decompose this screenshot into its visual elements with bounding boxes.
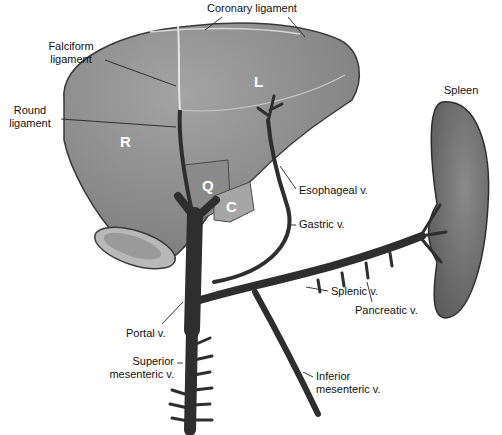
caudate-lobe: [214, 182, 254, 222]
portal-branch: [196, 200, 216, 218]
lobe-letter: R: [120, 134, 131, 150]
leader-line: [291, 225, 296, 226]
leader-line: [306, 287, 328, 291]
inferior-mesenteric-vein: [255, 292, 318, 414]
part-label: Superior mesenteric v.: [92, 355, 174, 381]
leader-line: [177, 363, 183, 364]
leader-line: [303, 372, 313, 377]
portal-vein: [192, 215, 195, 330]
veins: [170, 96, 446, 430]
esophageal-vein: [258, 96, 282, 122]
part-label: Portal v.: [126, 327, 166, 340]
superior-mesenteric-vein: [190, 330, 192, 430]
part-label: Splenic v.: [331, 285, 378, 298]
gastric-vein: [214, 120, 289, 282]
leader-line: [280, 166, 296, 189]
leader-line: [288, 17, 305, 37]
leader-line: [162, 302, 183, 324]
leader-line: [105, 60, 176, 86]
splenic-vein: [200, 236, 422, 300]
lobe-letter: L: [254, 74, 263, 90]
lobe-letter: C: [226, 199, 237, 215]
leader-line: [205, 17, 222, 30]
part-label: Falciform ligament: [40, 40, 102, 66]
part-label: Pancreatic v.: [355, 304, 418, 317]
part-label: Coronary ligament: [207, 2, 297, 15]
vein-branch: [170, 390, 188, 421]
part-label: Round ligament: [2, 104, 58, 130]
part-label: Spleen: [444, 84, 478, 97]
liver: [64, 23, 359, 258]
gallbladder-inner: [101, 227, 164, 265]
lobe-letter: Q: [202, 178, 214, 194]
falciform-ligament: [178, 26, 180, 110]
leader-lines: [61, 17, 372, 377]
lobe-division: [180, 75, 345, 111]
part-label: Inferior mesenteric v.: [316, 370, 400, 396]
part-label: Gastric v.: [299, 218, 345, 231]
portal-branch: [178, 196, 195, 218]
leader-line: [61, 119, 176, 127]
part-label: Esophageal v.: [299, 184, 368, 197]
vein-branch: [194, 338, 212, 420]
coronary-ligament: [150, 29, 300, 35]
splenic-branch: [420, 205, 446, 262]
gallbladder: [90, 219, 180, 277]
